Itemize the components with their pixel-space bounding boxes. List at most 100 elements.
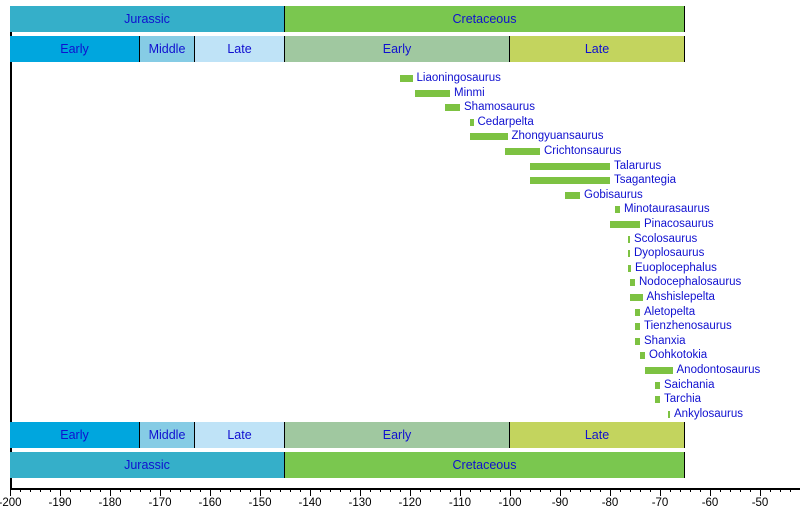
range-bar[interactable]	[627, 264, 631, 272]
range-bar[interactable]	[640, 352, 645, 360]
species-label: Ahshislepelta	[646, 291, 715, 303]
species-row[interactable]: Minmi	[0, 86, 800, 101]
species-row[interactable]: Liaoningosaurus	[0, 71, 800, 86]
species-row[interactable]: Shamosaurus	[0, 100, 800, 115]
epoch-band-middle-1[interactable]: Middle	[140, 36, 195, 62]
species-label: Talarurus	[614, 159, 662, 172]
range-bar[interactable]	[530, 162, 610, 170]
epoch-band-bottom-middle-1[interactable]: Middle	[140, 422, 195, 448]
epoch-band-bottom-early-3[interactable]: Early	[285, 422, 510, 448]
species-row[interactable]: Nodocephalosaurus	[0, 275, 800, 290]
range-bar[interactable]	[470, 133, 508, 141]
range-bar[interactable]	[655, 396, 660, 404]
species-row[interactable]: Talarurus	[0, 159, 800, 174]
epoch-band-bottom-late-4[interactable]: Late	[510, 422, 685, 448]
axis-tick-minor	[490, 488, 491, 492]
axis-tick-minor	[250, 488, 251, 492]
range-bar[interactable]	[667, 410, 670, 418]
species-row[interactable]: Shanxia	[0, 334, 800, 349]
species-row[interactable]: Scolosaurus	[0, 232, 800, 247]
axis-tick-minor	[420, 488, 421, 492]
range-bar[interactable]	[400, 75, 413, 82]
axis-tick-minor	[750, 488, 751, 492]
range-bar[interactable]	[445, 104, 460, 112]
range-bar[interactable]	[655, 381, 660, 389]
epoch-band-early-3[interactable]: Early	[285, 36, 510, 62]
axis-tick-minor	[440, 488, 441, 492]
species-row[interactable]: Tarchia	[0, 392, 800, 407]
axis-tick-minor	[480, 488, 481, 492]
species-row[interactable]: Pinacosaurus	[0, 217, 800, 232]
axis-tick-minor	[280, 488, 281, 492]
species-row[interactable]: Minotaurasaurus	[0, 202, 800, 217]
axis-tick-minor	[730, 488, 731, 492]
axis-tick-label: -110	[448, 497, 472, 509]
species-row[interactable]: Ankylosaurus	[0, 407, 800, 422]
axis-tick-minor	[140, 488, 141, 492]
range-bar[interactable]	[530, 177, 610, 185]
species-row[interactable]: Ahshislepelta	[0, 290, 800, 305]
axis-tick-major	[510, 488, 511, 496]
species-row[interactable]: Oohkotokia	[0, 348, 800, 363]
range-bar[interactable]	[630, 279, 635, 287]
epoch-band-early-0[interactable]: Early	[10, 36, 140, 62]
axis-tick-minor	[590, 488, 591, 492]
axis-tick-minor	[790, 488, 791, 492]
period-band-jurassic-0[interactable]: Jurassic	[10, 6, 285, 32]
range-bar[interactable]	[505, 148, 540, 155]
species-row[interactable]: Anodontosaurus	[0, 363, 800, 378]
period-band-bottom-jurassic-0[interactable]: Jurassic	[10, 452, 285, 478]
period-band-cretaceous-1[interactable]: Cretaceous	[285, 6, 685, 32]
axis-tick-minor	[470, 488, 471, 492]
axis-tick-label: -170	[148, 497, 172, 509]
species-row[interactable]: Tsagantegia	[0, 173, 800, 188]
species-row[interactable]: Cedarpelta	[0, 115, 800, 130]
range-bar[interactable]	[610, 221, 640, 228]
species-row[interactable]: Aletopelta	[0, 305, 800, 320]
epoch-band-bottom-early-0[interactable]: Early	[10, 422, 140, 448]
species-row[interactable]: Gobisaurus	[0, 188, 800, 203]
axis-tick-minor	[300, 488, 301, 492]
species-label: Euoplocephalus	[635, 261, 717, 274]
axis-tick-major	[10, 488, 11, 496]
range-bar[interactable]	[630, 294, 643, 301]
axis-line	[10, 488, 800, 490]
epoch-band-late-2[interactable]: Late	[195, 36, 285, 62]
range-bar[interactable]	[627, 250, 630, 258]
range-bar[interactable]	[415, 89, 450, 97]
axis-tick-minor	[20, 488, 21, 492]
range-bar[interactable]	[635, 337, 640, 345]
species-row[interactable]: Euoplocephalus	[0, 261, 800, 276]
range-bar[interactable]	[635, 323, 640, 331]
range-bar[interactable]	[645, 367, 673, 374]
axis-tick-minor	[70, 488, 71, 492]
species-label: Aletopelta	[644, 305, 696, 318]
axis-tick-label: -180	[98, 497, 122, 509]
species-label: Pinacosaurus	[644, 218, 714, 230]
species-label: Shamosaurus	[464, 101, 535, 114]
species-row[interactable]: Saichania	[0, 378, 800, 393]
species-label: Tienzhenosaurus	[644, 320, 732, 333]
period-band-bottom-cretaceous-1[interactable]: Cretaceous	[285, 452, 685, 478]
species-label: Anodontosaurus	[676, 364, 761, 376]
range-bar[interactable]	[627, 235, 630, 243]
axis-tick-minor	[770, 488, 771, 492]
range-bar[interactable]	[615, 206, 620, 214]
axis-tick-minor	[150, 488, 151, 492]
axis-tick-minor	[240, 488, 241, 492]
species-row[interactable]: Dyoplosaurus	[0, 246, 800, 261]
axis-tick-minor	[630, 488, 631, 492]
species-row[interactable]: Crichtonsaurus	[0, 144, 800, 159]
range-bar[interactable]	[635, 308, 640, 316]
range-bar[interactable]	[470, 118, 474, 126]
axis-tick-minor	[600, 488, 601, 492]
species-row[interactable]: Zhongyuansaurus	[0, 129, 800, 144]
epoch-band-bottom-late-2[interactable]: Late	[195, 422, 285, 448]
axis-tick-label: -160	[198, 497, 222, 509]
epoch-band-late-4[interactable]: Late	[510, 36, 685, 62]
species-row[interactable]: Tienzhenosaurus	[0, 319, 800, 334]
range-bar[interactable]	[565, 191, 580, 199]
